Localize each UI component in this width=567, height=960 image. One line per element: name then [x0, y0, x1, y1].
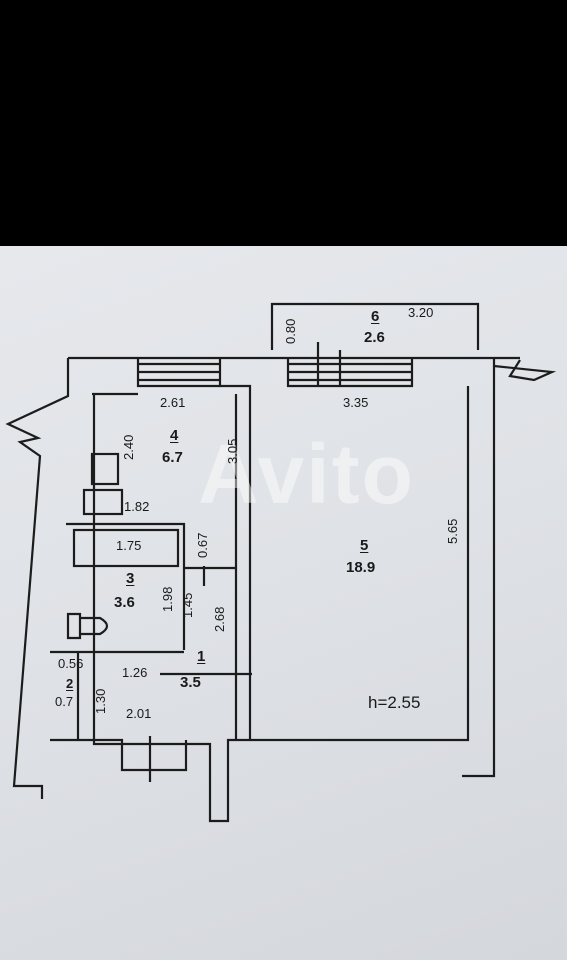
room-3-area: 3.6	[114, 594, 135, 611]
avito-watermark: Avito	[198, 427, 415, 521]
dim-bath-width: 1.98	[160, 586, 175, 612]
toilet	[66, 612, 109, 640]
wall-segment	[92, 384, 252, 740]
dim-closet-width: 0.56	[58, 656, 84, 671]
dim-counter: 1.82	[124, 499, 150, 514]
room-5-area: 18.9	[346, 559, 376, 576]
hall-dim	[160, 566, 252, 676]
bath-partition	[66, 522, 236, 650]
room-1-number: 1	[197, 648, 206, 665]
room-3-number: 3	[126, 570, 135, 587]
dim-entry-width: 2.01	[126, 706, 152, 721]
right-notch	[493, 359, 557, 382]
inner-wall-line	[92, 386, 470, 823]
room-5-number: 5	[360, 537, 369, 554]
floor-plan-drawing	[5, 302, 557, 823]
room-4-area: 6.7	[162, 449, 183, 466]
dim-room-width: 3.35	[343, 395, 369, 410]
dim-kitchen-length: 3.05	[225, 438, 240, 464]
dim-bathtub: 1.75	[116, 538, 142, 553]
dim-hall-width: 1.26	[122, 665, 148, 680]
dim-room-length: 5.65	[445, 518, 460, 544]
room-6-number: 6	[371, 308, 380, 325]
dim-bath-length: 1.45	[180, 592, 195, 618]
dim-balcony-depth: 0.80	[283, 318, 298, 344]
dim-kitchen-depth: 2.40	[121, 434, 136, 460]
room-6-area: 2.6	[364, 329, 385, 346]
counter	[82, 488, 124, 516]
bathtub	[72, 528, 180, 568]
room-4-number: 4	[170, 427, 179, 444]
room-1-area: 3.5	[180, 674, 201, 691]
dim-kitchen-width: 2.61	[160, 395, 186, 410]
entry-wall	[50, 738, 188, 772]
outer-wall	[5, 356, 520, 799]
ceiling-height: h=2.55	[368, 693, 421, 712]
stove	[90, 452, 120, 486]
kitchen-window	[136, 358, 222, 388]
dim-balcony-width: 3.20	[408, 305, 434, 320]
room-window	[286, 358, 414, 388]
balcony-door	[316, 342, 342, 386]
room-2-area: 0.7	[55, 694, 74, 709]
room-2-number: 2	[66, 676, 74, 691]
dim-bath-door: 0.67	[195, 532, 210, 558]
floor-plan-photo: Avito 6 2.6 4 6.7 5 18.9 3 3.6 1 3.5 2 0…	[0, 246, 567, 960]
dim-closet-length: 1.30	[93, 688, 108, 714]
closet-partition	[50, 650, 184, 740]
dim-hall-length: 2.68	[212, 606, 227, 632]
balcony-outline	[270, 302, 480, 350]
